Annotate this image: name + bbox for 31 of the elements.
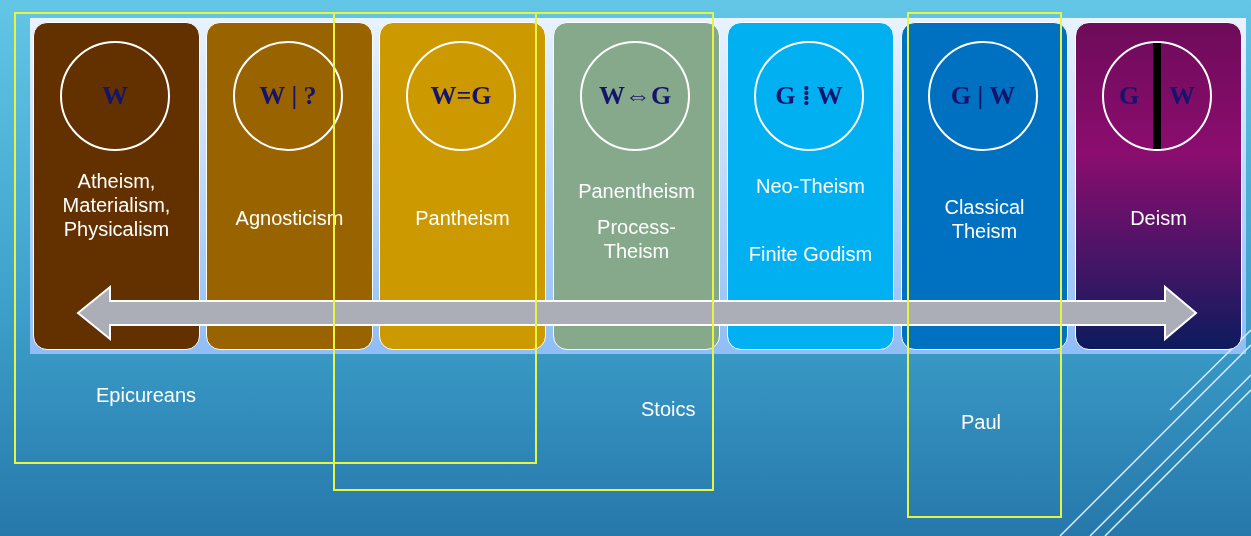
group-label: Paul <box>961 411 1002 434</box>
worldview-name: Neo-Theism <box>755 174 866 198</box>
symbol-circle <box>754 41 864 151</box>
worldview-name: Deism <box>1129 206 1188 230</box>
formula-text: W=G <box>430 81 492 111</box>
worldview-card <box>379 22 546 350</box>
symbol-circle <box>60 41 170 151</box>
worldview-card <box>727 22 894 350</box>
formula-text: W⇔G <box>598 81 672 111</box>
worldview-name: Finite Godism <box>747 242 874 266</box>
formula-text: W <box>1169 81 1196 111</box>
worldview-name: Panentheism <box>577 179 696 203</box>
worldview-name: Process-Theism <box>596 215 677 263</box>
group-label: Stoics <box>641 398 696 421</box>
formula-text: G <box>1118 81 1140 111</box>
symbol-circle <box>1102 41 1212 151</box>
worldview-name: Classical Theism <box>943 195 1026 243</box>
worldview-card <box>1075 22 1242 350</box>
worldview-name: Pantheism <box>414 206 511 230</box>
group-frame <box>14 12 537 464</box>
symbol-circle <box>406 41 516 151</box>
formula-text: G ⁞ W <box>775 81 843 111</box>
formula-text: G | W <box>950 81 1016 111</box>
formula-text: W <box>102 81 128 111</box>
worldview-name: Atheism, Materialism, Physicalism <box>61 169 172 241</box>
group-frame <box>907 12 1062 518</box>
symbol-circle <box>580 41 690 151</box>
group-label: Epicureans <box>96 384 197 407</box>
symbol-circle <box>928 41 1038 151</box>
formula-text: W | ? <box>259 81 317 111</box>
symbol-circle <box>233 41 343 151</box>
